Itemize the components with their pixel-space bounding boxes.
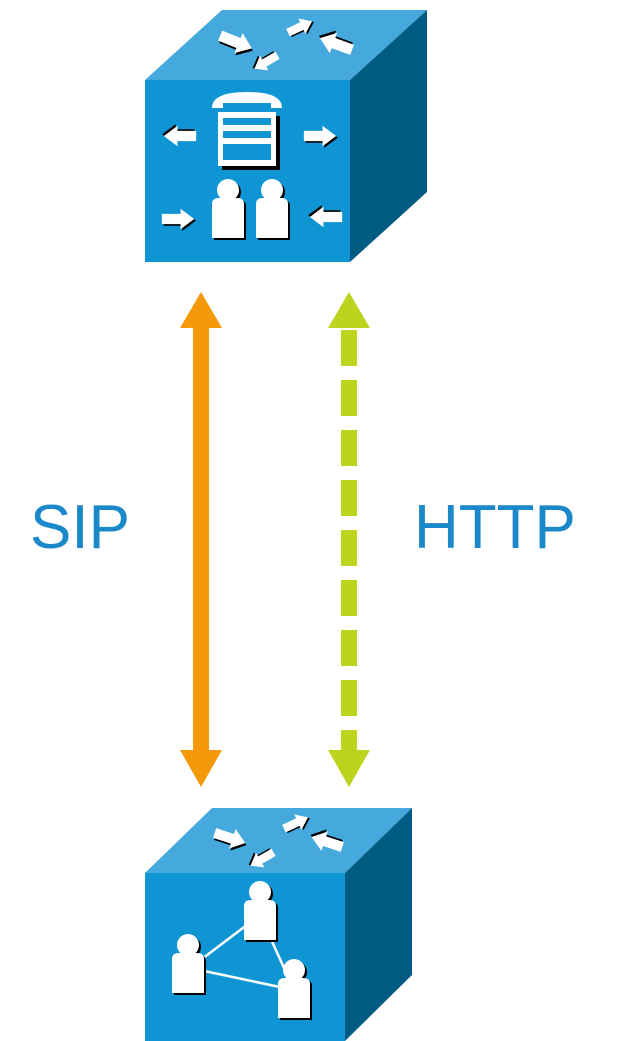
presence-server-icon [145,808,412,1041]
sip-label: SIP [30,493,130,562]
phone-icon [212,92,282,108]
document-icon [218,112,280,170]
sip-link [180,292,222,787]
http-link [328,292,370,787]
http-label: HTTP [414,493,576,562]
call-control-server-icon [145,10,427,262]
